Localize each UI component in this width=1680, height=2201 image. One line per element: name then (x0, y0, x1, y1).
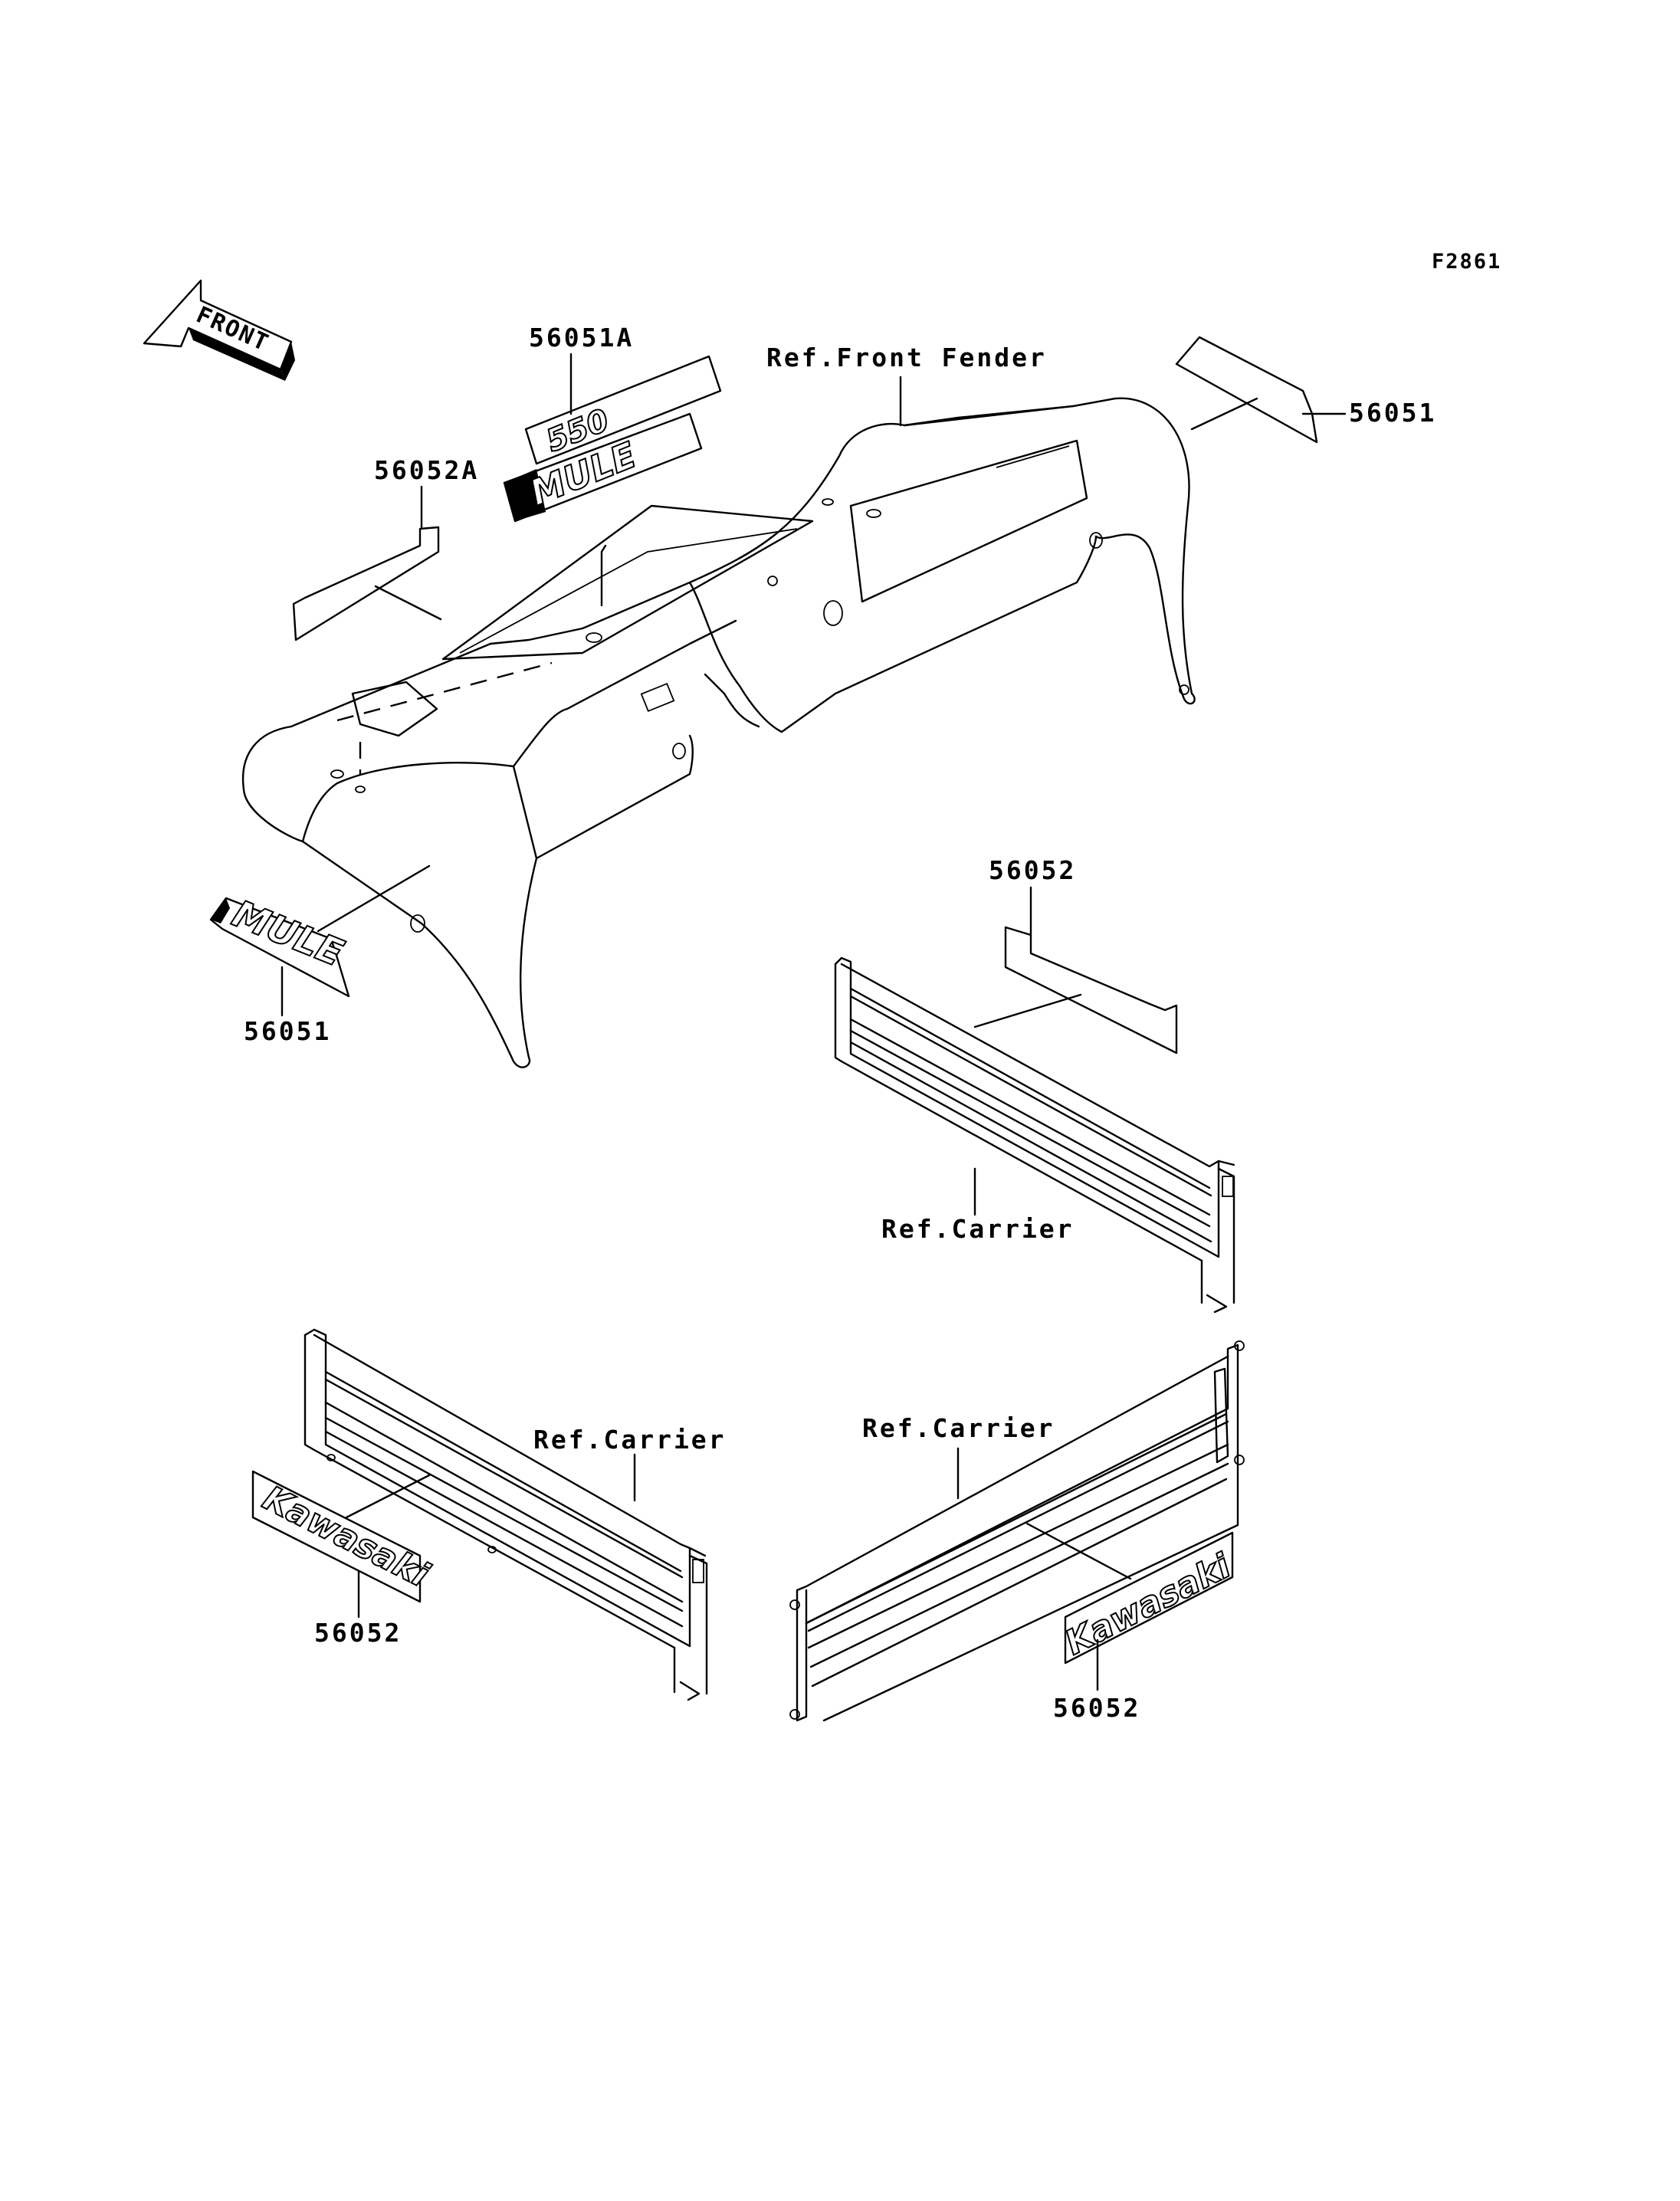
callout-ref-carrier-left: Ref.Carrier (533, 1425, 727, 1455)
decal-56052-upper (1004, 926, 1178, 1055)
callout-ref-carrier-mid: Ref.Carrier (881, 1214, 1075, 1244)
carrier-panel-right (789, 1340, 1245, 1722)
leader-right-decal (1190, 397, 1258, 431)
carrier-panel-left (304, 1328, 708, 1701)
leader-kawasaki-right-decal (1025, 1522, 1132, 1580)
decal-kawasaki-text-left: Kawasaki (257, 1478, 435, 1595)
decal-kawasaki-right: Kawasaki (1058, 1531, 1239, 1665)
figure-id: F2861 (1432, 250, 1501, 274)
callout-ref-carrier-right: Ref.Carrier (862, 1413, 1055, 1443)
leader-mule-left-decal (317, 864, 431, 933)
callout-56052-upper: 56052 (989, 855, 1076, 885)
decal-right-56051 (1175, 336, 1318, 444)
callout-56052A: 56052A (374, 455, 479, 485)
carrier-panel-mid (834, 956, 1235, 1314)
callout-ref-front-fender: Ref.Front Fender (766, 343, 1047, 372)
decal-mule-left: MULE (209, 891, 350, 998)
callout-56051-right: 56051 (1349, 398, 1436, 428)
callout-56051-left: 56051 (244, 1016, 331, 1046)
decal-kawasaki-text-right: Kawasaki (1059, 1547, 1238, 1663)
callout-56052-left: 56052 (314, 1618, 402, 1648)
callout-56051A: 56051A (529, 323, 634, 353)
front-arrow-icon: FRONT (143, 279, 295, 381)
leader-56052-upper-decal (973, 993, 1082, 1028)
leader-56051A-decal (600, 544, 607, 607)
leader-kawasaki-left-decal (345, 1474, 431, 1519)
front-fender (241, 397, 1196, 1068)
leader-56052A-decal (374, 585, 442, 621)
decal-56052A (292, 526, 440, 641)
decal-mule-550: 550 MULE (503, 355, 722, 523)
callout-56052-right: 56052 (1053, 1693, 1140, 1723)
